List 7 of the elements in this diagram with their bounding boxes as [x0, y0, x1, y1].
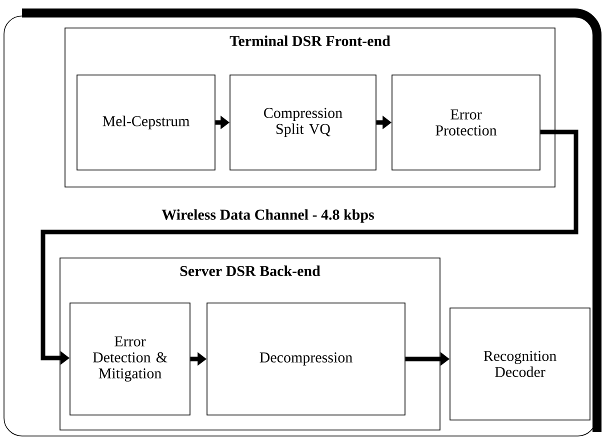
process-box: Error Detection & Mitigation	[70, 302, 190, 416]
process-box: Error Protection	[392, 74, 540, 170]
process-box: Compression Split VQ	[230, 74, 376, 170]
process-box: Mel-Cepstrum	[76, 74, 216, 170]
edge-label: Wireless Data Channel - 4.8 kbps	[162, 209, 374, 223]
process-box: Recognition Decoder	[450, 308, 590, 420]
process-box: Decompression	[206, 302, 406, 416]
